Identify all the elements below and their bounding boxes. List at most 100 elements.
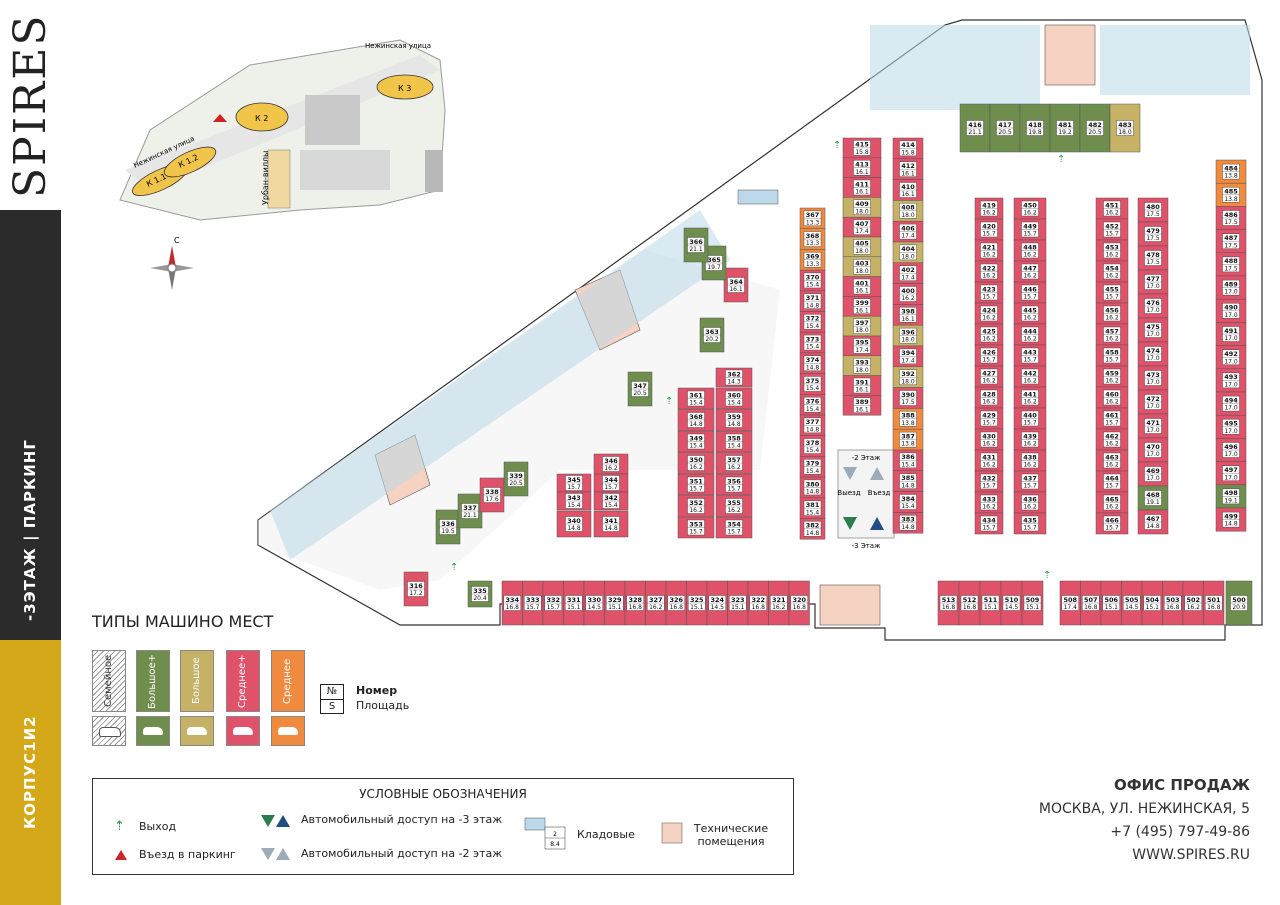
office-site[interactable]: WWW.SPIRES.RU (1132, 847, 1250, 863)
